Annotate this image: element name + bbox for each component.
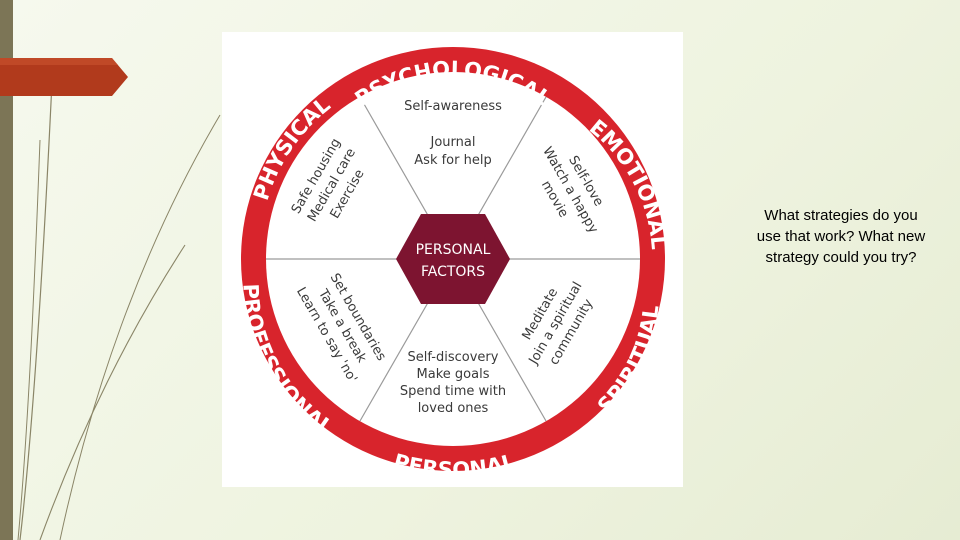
wedge-top-heading: Self-awareness <box>404 99 502 114</box>
reflection-question: What strategies do you use that work? Wh… <box>756 207 926 266</box>
wellness-wheel: PERSONAL FACTORS PSYCHOLOGICAL EMOTIONAL… <box>238 47 671 482</box>
wedge-bottom-item-2: Make goals <box>417 367 490 382</box>
left-accent-bar <box>0 0 13 540</box>
center-hexagon <box>396 214 510 304</box>
wedge-top-item-1: Journal <box>430 135 476 150</box>
accent-tab <box>0 58 128 96</box>
wedge-bottom-item-3: Spend time with <box>400 384 506 399</box>
wedge-bottom-item-1: Self-discovery <box>408 350 499 365</box>
center-line-1: PERSONAL <box>416 242 491 258</box>
wedge-bottom-item-4: loved ones <box>418 401 489 416</box>
center-line-2: FACTORS <box>421 264 485 280</box>
wellness-wheel-card: PERSONAL FACTORS PSYCHOLOGICAL EMOTIONAL… <box>222 32 683 487</box>
wedge-top-item-2: Ask for help <box>414 153 491 168</box>
